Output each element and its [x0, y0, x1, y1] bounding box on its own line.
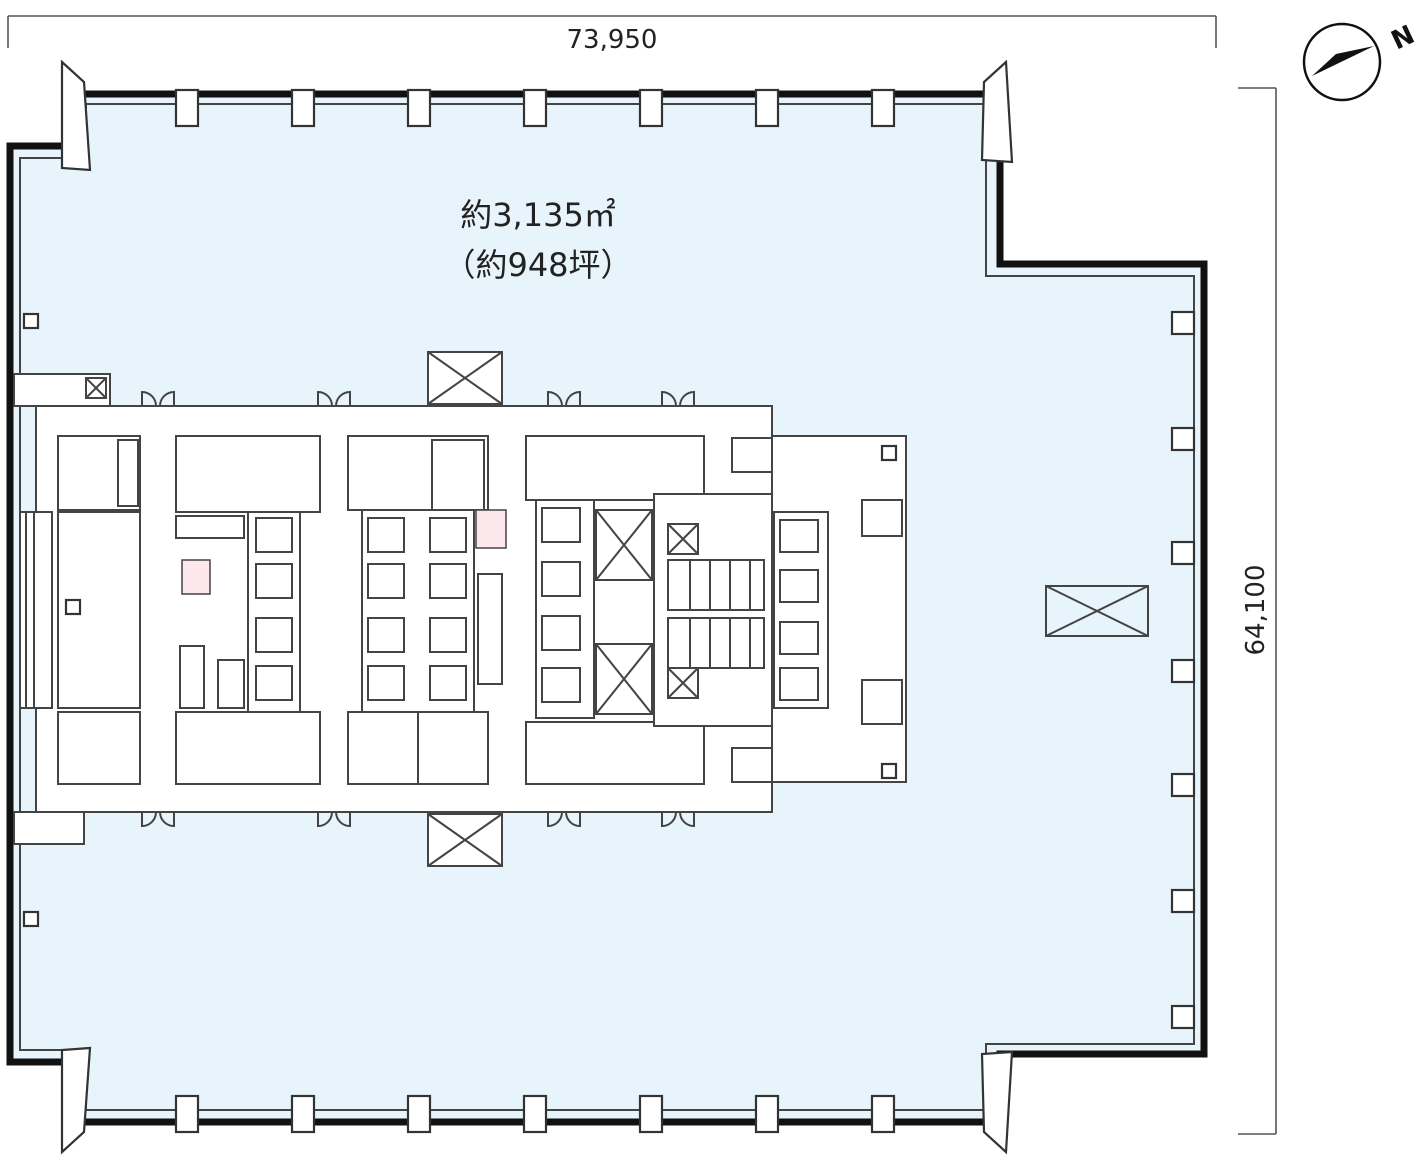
depth-dimension-label: 64,100 [1241, 565, 1271, 656]
area-tsubo: （約948坪） [443, 246, 632, 284]
corner-columns [60, 59, 1014, 1155]
shafts [85, 351, 1149, 867]
doors [141, 390, 695, 828]
width-dimension-label: 73,950 [567, 25, 658, 55]
north-arrow-icon: N [1302, 20, 1419, 102]
area-sqm: 約3,135㎡ [460, 196, 616, 234]
area-label: 約3,135㎡ （約948坪） [443, 196, 632, 284]
bottom-columns [174, 1094, 896, 1134]
building-core [13, 373, 907, 845]
top-columns [174, 88, 896, 128]
left-columns [22, 312, 40, 928]
depth-dimension: 64,100 [1238, 87, 1277, 1135]
right-columns [1170, 310, 1196, 1030]
width-dimension: 73,950 [7, 15, 1217, 55]
north-label: N [1387, 20, 1419, 56]
